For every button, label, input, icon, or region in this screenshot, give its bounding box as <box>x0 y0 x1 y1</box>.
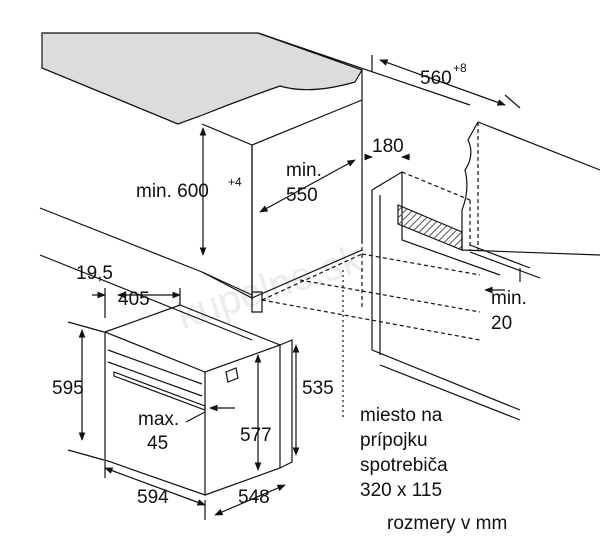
niche-cabinet <box>39 99 363 313</box>
right-countertop <box>461 121 600 279</box>
dimension-lines <box>67 55 521 520</box>
label-oven-height: 595 <box>52 378 84 399</box>
label-oven-depth: 548 <box>238 487 270 508</box>
label-niche-height: min. 600 <box>136 181 209 202</box>
label-handle-value: 45 <box>147 433 168 454</box>
label-socket-offset: 180 <box>372 136 404 157</box>
label-bottom-gap: 20 <box>491 313 512 334</box>
units-note: rozmery v mm <box>387 513 507 534</box>
label-front-offset: 19,5 <box>76 263 113 284</box>
label-oven-inner-height: 577 <box>240 425 272 446</box>
oven <box>103 304 293 496</box>
label-niche-width-tol: +8 <box>453 61 467 75</box>
label-bottom-gap-min: min. <box>491 288 527 309</box>
label-panel-depth: 405 <box>118 289 150 310</box>
labels: min. 600 +4 min. 550 560 +8 180 min. 20 … <box>52 61 527 534</box>
socket-note-line-2: prípojku <box>360 430 428 451</box>
label-handle-max: max. <box>138 409 179 430</box>
label-oven-width: 594 <box>137 487 169 508</box>
socket-note-line-3: spotrebiča <box>360 455 448 476</box>
label-niche-depth-min: min. <box>286 160 322 181</box>
socket-note-line-4: 320 x 115 <box>360 480 442 501</box>
watermark: kupelne.sk <box>172 237 368 338</box>
label-niche-width: 560 <box>420 68 452 89</box>
socket-area <box>397 204 463 251</box>
side-cabinet <box>371 170 521 421</box>
label-oven-body-height: 535 <box>302 378 334 399</box>
niche-floor <box>261 240 481 341</box>
label-niche-height-tol: +4 <box>228 175 242 189</box>
label-niche-depth: 550 <box>286 185 318 206</box>
socket-note-line-1: miesto na <box>360 405 443 426</box>
